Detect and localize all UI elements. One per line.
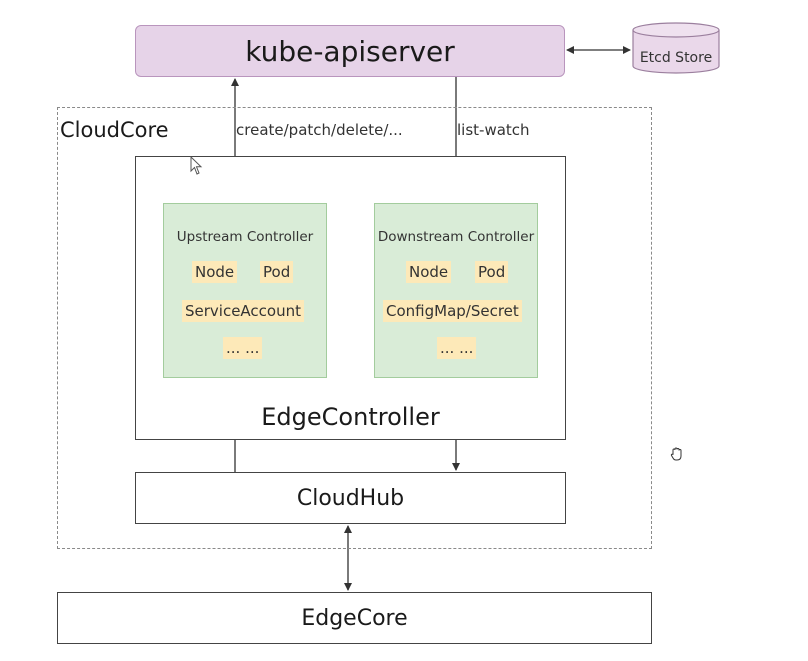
downstream-controller-title: Downstream Controller bbox=[377, 229, 535, 245]
upstream-controller-title: Upstream Controller bbox=[176, 229, 314, 245]
edgecontroller-label: EdgeController bbox=[261, 403, 440, 431]
downstream-item-ellipsis: ... ... bbox=[437, 337, 477, 359]
cloudhub-node: CloudHub bbox=[135, 472, 566, 524]
etcd-store-label: Etcd Store bbox=[639, 50, 713, 66]
etcd-store-node: Etcd Store bbox=[632, 22, 720, 74]
edgecore-node: EdgeCore bbox=[57, 592, 652, 644]
cloudcore-label: CloudCore bbox=[60, 118, 169, 142]
upstream-controller-node: Upstream Controller Node Pod ServiceAcco… bbox=[163, 203, 327, 378]
downstream-item-node: Node bbox=[406, 261, 452, 283]
cloudcore-boundary bbox=[57, 107, 652, 549]
kube-apiserver-node: kube-apiserver bbox=[135, 25, 565, 77]
downstream-controller-node: Downstream Controller Node Pod ConfigMap… bbox=[374, 203, 538, 378]
upstream-item-ellipsis: ... ... bbox=[223, 337, 263, 359]
database-cylinder-icon bbox=[632, 22, 720, 74]
edge-label-list-watch: list-watch bbox=[457, 121, 530, 139]
upstream-item-node: Node bbox=[192, 261, 238, 283]
upstream-item-serviceaccount: ServiceAccount bbox=[182, 300, 305, 322]
edge-label-create-patch-delete: create/patch/delete/... bbox=[236, 121, 403, 139]
downstream-item-configmap-secret: ConfigMap/Secret bbox=[383, 300, 522, 322]
hand-cursor-icon bbox=[669, 446, 685, 466]
downstream-item-pod: Pod bbox=[475, 261, 509, 283]
mouse-pointer-icon bbox=[190, 155, 204, 180]
upstream-item-pod: Pod bbox=[260, 261, 294, 283]
